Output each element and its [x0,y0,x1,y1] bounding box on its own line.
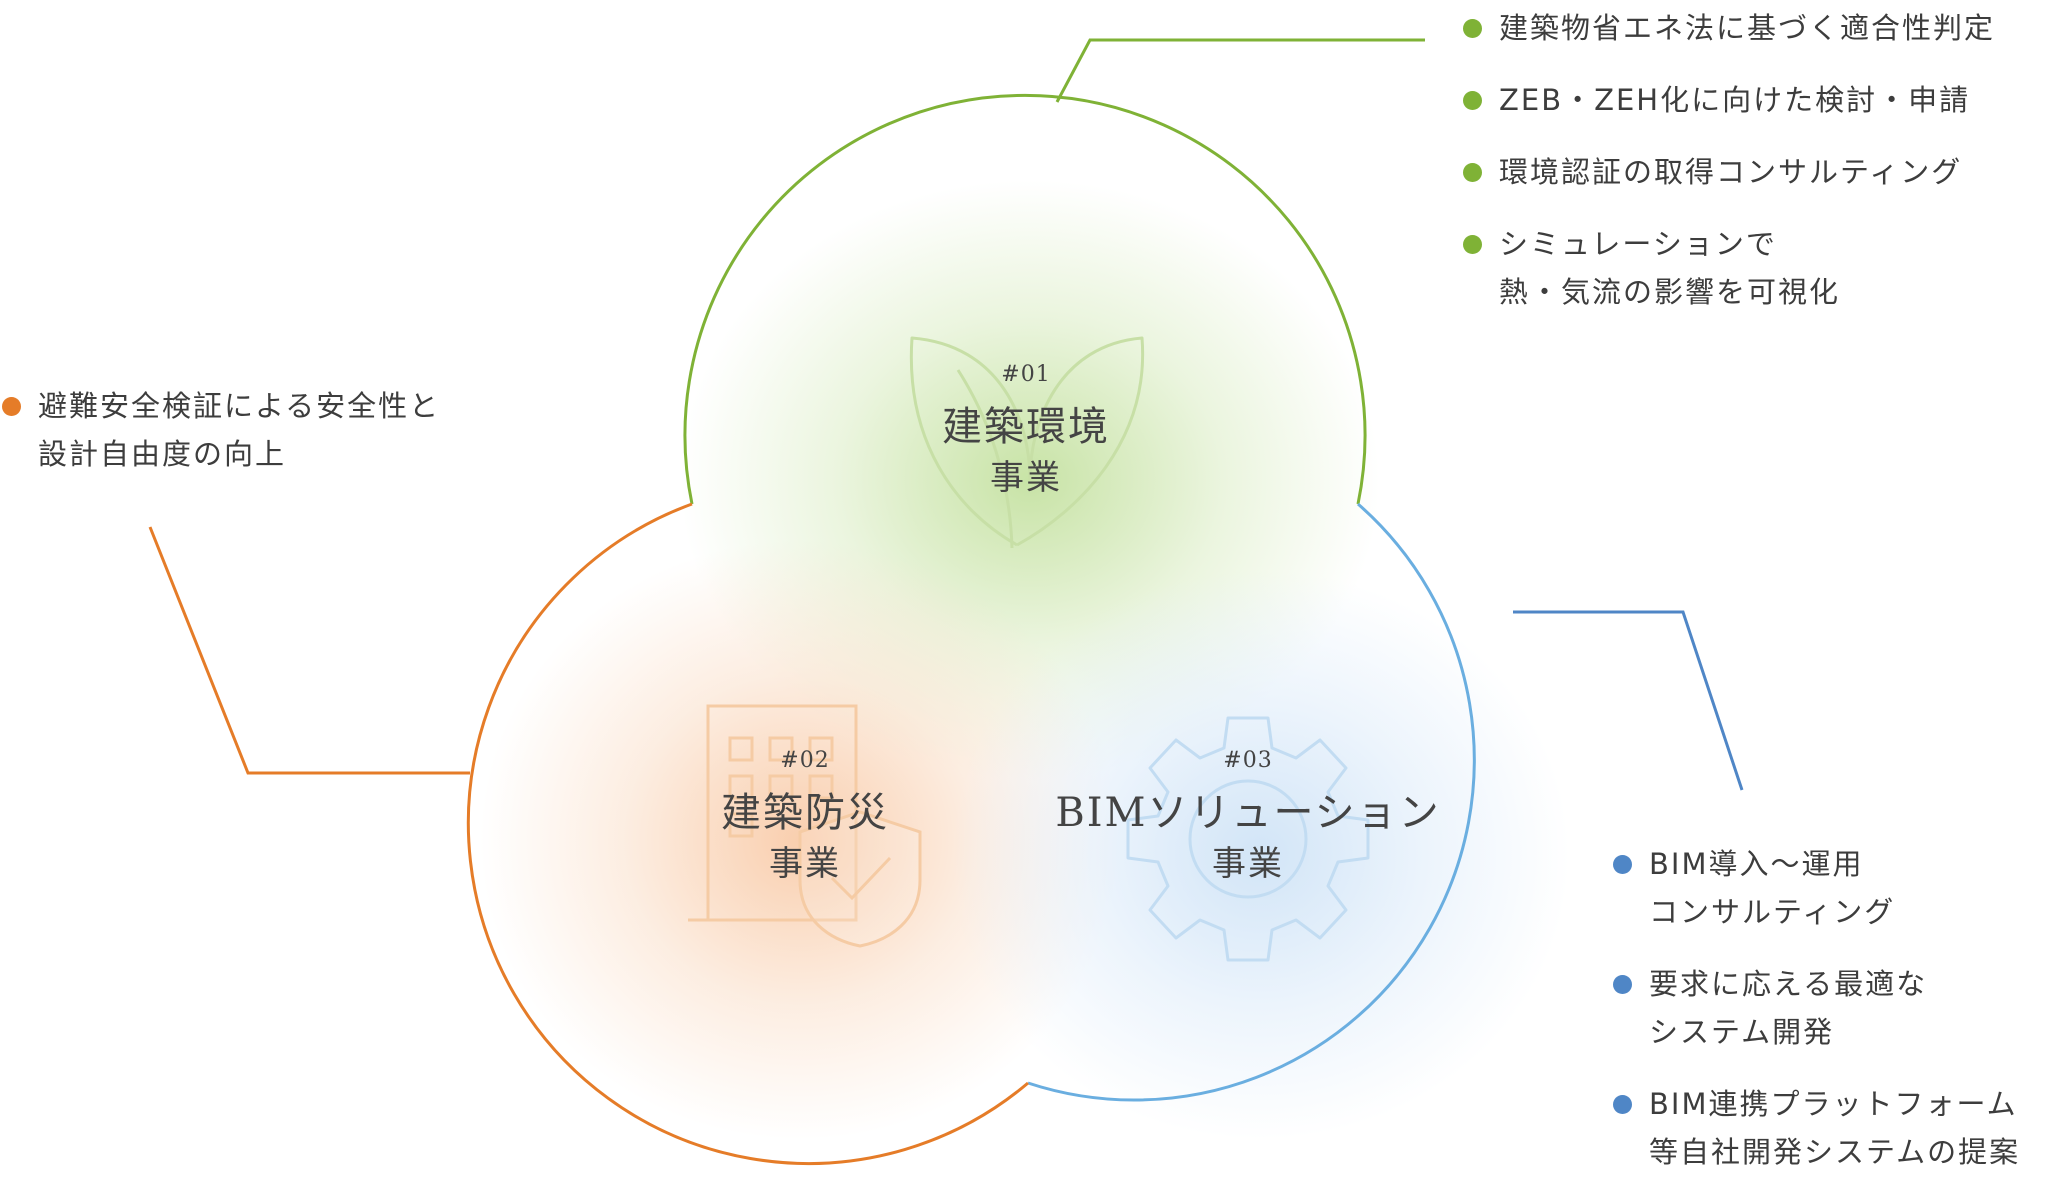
disaster-label: #02 建築防災 事業 [721,748,889,890]
service-item-text: BIM連携プラットフォーム [1649,1087,2018,1121]
environment-name: 建築環境 [942,404,1110,450]
bim-outline [1027,502,1476,1102]
leaf-icon [909,336,1145,549]
building-shield-icon [688,704,922,948]
service-item-text: ZEB・ZEH化に向けた検討・申請 [1499,83,1971,117]
environment-service-item: ZEB・ZEH化に向けた検討・申請 [1463,76,1995,124]
bim-number: #03 [1223,748,1273,773]
bim-service-item: BIM連携プラットフォーム等自社開発システムの提案 [1613,1080,2020,1176]
service-item-text: 避難安全検証による安全性と [38,389,441,423]
disaster-service-item: 避難安全検証による安全性と設計自由度の向上 [2,382,440,478]
service-item-text: システム開発 [1649,1015,1835,1049]
environment-outline [683,93,1367,505]
bim-sub: 事業 [1211,844,1284,884]
environment-sub: 事業 [990,458,1062,498]
disaster-name: 建築防災 [721,790,889,836]
bim-service-item: 要求に応える最適なシステム開発 [1613,960,2020,1056]
bullet-dot-icon [1463,163,1482,182]
bullet-dot-icon [1613,1095,1632,1114]
service-item-text: 要求に応える最適な [1649,967,1928,1001]
bim-label: #03 BIMソリューション 事業 [1055,748,1440,890]
bullet-dot-icon [1463,235,1482,254]
disaster-sub: 事業 [769,844,841,884]
bim-name: BIMソリューション [1055,790,1441,836]
service-item-text: コンサルティング [1649,895,1896,929]
environment-label: #01 建築環境 事業 [942,362,1110,504]
service-item-text: BIM導入〜運用 [1649,847,1864,881]
bim-leader [1513,610,1744,791]
service-item-text: 設計自由度の向上 [38,437,287,471]
environment-service-list: 建築物省エネ法に基づく適合性判定 ZEB・ZEH化に向けた検討・申請環境認証の取得… [1463,4,1995,340]
service-item-text: 等自社開発システムの提案 [1649,1135,2021,1169]
service-item-text: 建築物省エネ法に基づく適合性判定 [1499,11,1996,45]
environment-service-item: 環境認証の取得コンサルティング [1463,148,1995,196]
gear-icon [1126,716,1370,962]
bullet-dot-icon [1613,975,1632,994]
bullet-dot-icon [1613,855,1632,874]
environment-number: #01 [1001,362,1051,387]
bim-service-item: BIM導入〜運用コンサルティング [1613,840,2020,936]
environment-leader [1055,38,1425,103]
bullet-dot-icon [1463,19,1482,38]
disaster-outline [466,502,1029,1165]
bullet-dot-icon [2,397,21,416]
environment-service-item: シミュレーションで熱・気流の影響を可視化 [1463,220,1995,316]
disaster-number: #02 [780,748,830,773]
service-item-text: 熱・気流の影響を可視化 [1499,275,1841,309]
disaster-service-list: 避難安全検証による安全性と設計自由度の向上 [2,382,440,502]
bullet-dot-icon [1463,91,1482,110]
service-item-text: シミュレーションで [1499,227,1777,261]
service-item-text: 環境認証の取得コンサルティング [1499,155,1963,189]
environment-service-item: 建築物省エネ法に基づく適合性判定 [1463,4,1995,52]
disaster-leader [148,526,470,775]
